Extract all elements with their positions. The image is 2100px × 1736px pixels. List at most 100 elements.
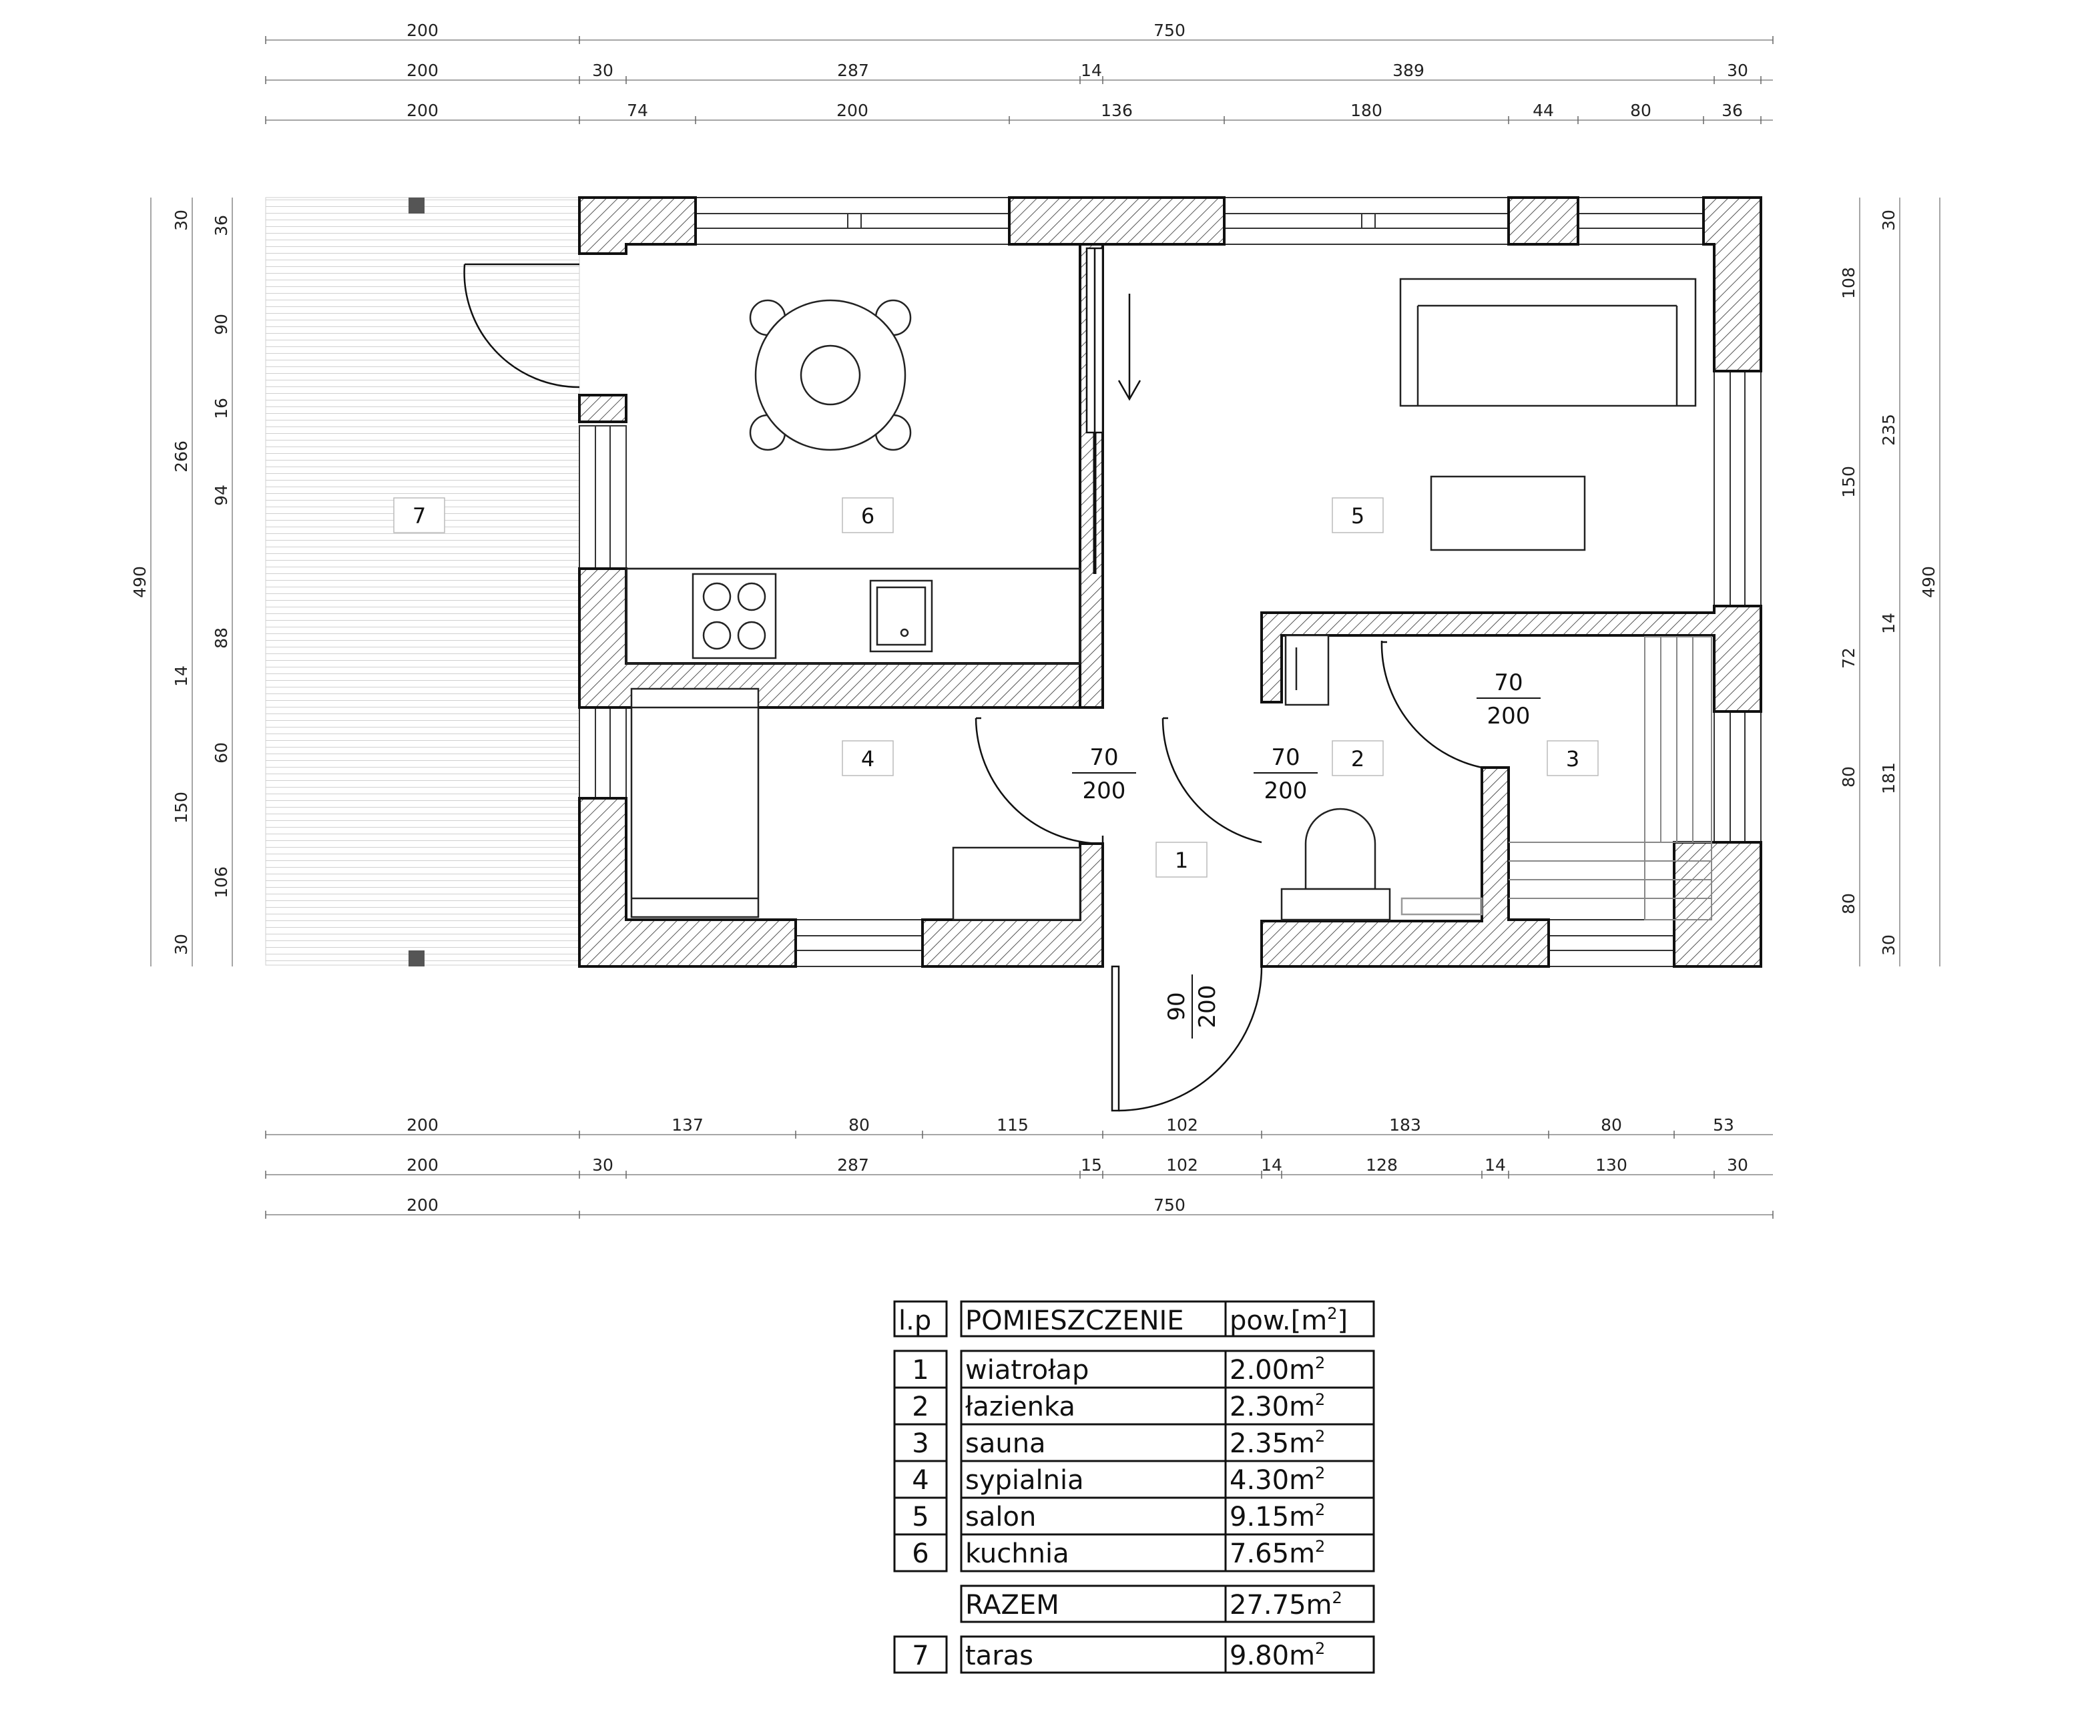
dim-label: 200 bbox=[407, 101, 439, 120]
dim-label: 490 bbox=[1919, 566, 1938, 598]
dim-label: 102 bbox=[1166, 1115, 1198, 1135]
door-size-bathroom: 70 200 bbox=[1254, 744, 1318, 804]
room-labels: 7 6 5 4 2 3 1 bbox=[393, 497, 1599, 878]
dim-label: 16 bbox=[212, 398, 231, 419]
dim-label: 60 bbox=[212, 742, 231, 764]
table-total-area: 27.75m2 bbox=[1230, 1588, 1342, 1621]
room-label-3: 3 bbox=[1547, 740, 1599, 776]
area-value: 9.80m bbox=[1230, 1641, 1315, 1671]
area-value: 9.15m bbox=[1230, 1502, 1315, 1532]
area-value: 4.30m bbox=[1230, 1465, 1315, 1496]
dim-label: 80 bbox=[1601, 1115, 1622, 1135]
dim-label: 14 bbox=[1261, 1155, 1282, 1175]
furniture bbox=[625, 278, 1712, 921]
dim-label: 750 bbox=[1153, 1195, 1186, 1215]
area-sup: 2 bbox=[1315, 1354, 1325, 1372]
dim-label: 490 bbox=[130, 566, 150, 598]
coffee-table-icon bbox=[1430, 475, 1586, 551]
stove-icon bbox=[692, 573, 777, 659]
table-row-no: 3 bbox=[912, 1428, 929, 1459]
table-row-area: 2.30m2 bbox=[1230, 1390, 1325, 1422]
area-sup: 2 bbox=[1315, 1464, 1325, 1482]
room-label-2: 2 bbox=[1332, 740, 1384, 776]
door-width: 90 bbox=[1163, 992, 1190, 1021]
table-row-area: 2.35m2 bbox=[1230, 1427, 1325, 1459]
toilet-icon bbox=[1304, 808, 1376, 890]
dim-label: 88 bbox=[212, 627, 231, 649]
dim-label: 90 bbox=[212, 314, 231, 335]
area-sup: 2 bbox=[1315, 1537, 1325, 1556]
table-row-name: łazienka bbox=[965, 1392, 1075, 1422]
dim-label: 200 bbox=[407, 21, 439, 40]
table-row-name: salon bbox=[965, 1502, 1036, 1532]
doors bbox=[463, 247, 1483, 1112]
door-size-sauna: 70 200 bbox=[1477, 669, 1541, 730]
table-header-no: l.p bbox=[898, 1306, 931, 1336]
table-header-name: POMIESZCZENIE bbox=[965, 1306, 1184, 1336]
table-row-no: 4 bbox=[912, 1465, 929, 1496]
table-row-area: 2.00m2 bbox=[1230, 1354, 1325, 1386]
room-label-7: 7 bbox=[393, 497, 445, 533]
door-size-bedroom: 70 200 bbox=[1072, 744, 1136, 804]
dim-label: 30 bbox=[592, 61, 613, 80]
sofa-icon bbox=[1399, 278, 1697, 407]
dim-label: 30 bbox=[1727, 1155, 1748, 1175]
dim-label: 200 bbox=[407, 1195, 439, 1215]
dim-label: 14 bbox=[1485, 1155, 1506, 1175]
left-dimension-labels: 490 30 266 14 150 30 36 90 16 94 88 60 1… bbox=[130, 210, 231, 955]
dim-label: 137 bbox=[672, 1115, 704, 1135]
terrace-post bbox=[409, 950, 425, 966]
area-unit-sup: 2 bbox=[1327, 1304, 1337, 1323]
area-value: 2.30m bbox=[1230, 1392, 1315, 1422]
dim-label: 80 bbox=[1630, 101, 1651, 120]
table-row-area: 4.30m2 bbox=[1230, 1464, 1325, 1496]
room-number: 4 bbox=[861, 746, 874, 772]
dim-label: 53 bbox=[1713, 1115, 1734, 1135]
dim-label: 750 bbox=[1153, 21, 1186, 40]
dim-label: 266 bbox=[172, 441, 191, 473]
dim-label: 183 bbox=[1389, 1115, 1421, 1135]
door-height: 200 bbox=[1264, 778, 1308, 804]
table-row-name: wiatrołap bbox=[965, 1355, 1089, 1386]
bed-icon bbox=[630, 687, 760, 918]
room-number: 3 bbox=[1566, 746, 1579, 772]
dim-label: 80 bbox=[1839, 766, 1858, 788]
door-width: 70 bbox=[1089, 744, 1118, 771]
room-label-1: 1 bbox=[1155, 842, 1208, 878]
table-row-name: kuchnia bbox=[965, 1538, 1069, 1569]
terrace bbox=[265, 197, 580, 966]
room-number: 7 bbox=[413, 503, 426, 529]
area-sup: 2 bbox=[1315, 1427, 1325, 1446]
room-number: 1 bbox=[1175, 848, 1188, 873]
dim-label: 150 bbox=[1839, 466, 1858, 498]
dim-label: 36 bbox=[212, 215, 231, 236]
table-row-no: 2 bbox=[912, 1392, 929, 1422]
door-width: 70 bbox=[1271, 744, 1300, 771]
door-size-labels: 70 200 70 200 70 200 90 200 bbox=[1072, 669, 1541, 1039]
door-height: 200 bbox=[1487, 703, 1531, 730]
area-value: 27.75m bbox=[1230, 1590, 1332, 1621]
table-terrace-area: 9.80m2 bbox=[1230, 1639, 1325, 1671]
room-number: 5 bbox=[1351, 503, 1364, 529]
dim-label: 389 bbox=[1392, 61, 1424, 80]
area-value: 2.35m bbox=[1230, 1428, 1315, 1459]
dimension-lines bbox=[150, 39, 1940, 1215]
dim-label: 115 bbox=[997, 1115, 1029, 1135]
dim-label: 200 bbox=[407, 61, 439, 80]
dim-label: 136 bbox=[1101, 101, 1133, 120]
table-header-area: pow.[m2] bbox=[1230, 1304, 1348, 1336]
room-area-table-text: l.p POMIESZCZENIE pow.[m2] 1 wiatrołap 2… bbox=[898, 1304, 1348, 1671]
walls bbox=[578, 196, 1762, 968]
table-row-area: 7.65m2 bbox=[1230, 1537, 1325, 1569]
dim-label: 36 bbox=[1722, 101, 1743, 120]
dim-label: 80 bbox=[1839, 893, 1858, 914]
dim-label: 150 bbox=[172, 792, 191, 824]
dim-label: 180 bbox=[1350, 101, 1382, 120]
dim-label: 287 bbox=[837, 1155, 869, 1175]
area-sup: 2 bbox=[1332, 1588, 1342, 1607]
terrace-post bbox=[409, 198, 425, 214]
room-area-table bbox=[893, 1300, 1375, 1674]
room-label-6: 6 bbox=[842, 497, 894, 533]
table-row-area: 9.15m2 bbox=[1230, 1500, 1325, 1532]
dim-label: 14 bbox=[172, 665, 191, 687]
